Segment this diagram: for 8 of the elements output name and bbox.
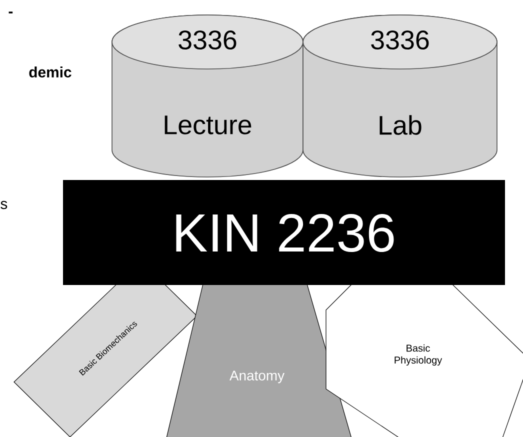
- octagon: Basic Physiology: [326, 284, 523, 437]
- cut-off-text: demic: [29, 66, 72, 78]
- cylinder: Lecture 3336: [112, 14, 304, 178]
- title-box: KIN 2236: [63, 180, 505, 285]
- cut-off-text: -: [8, 12, 13, 14]
- cylinder: Lab 3336: [302, 14, 498, 178]
- trapezoid: Anatomy: [166, 284, 352, 437]
- cut-off-text: s: [0, 200, 8, 210]
